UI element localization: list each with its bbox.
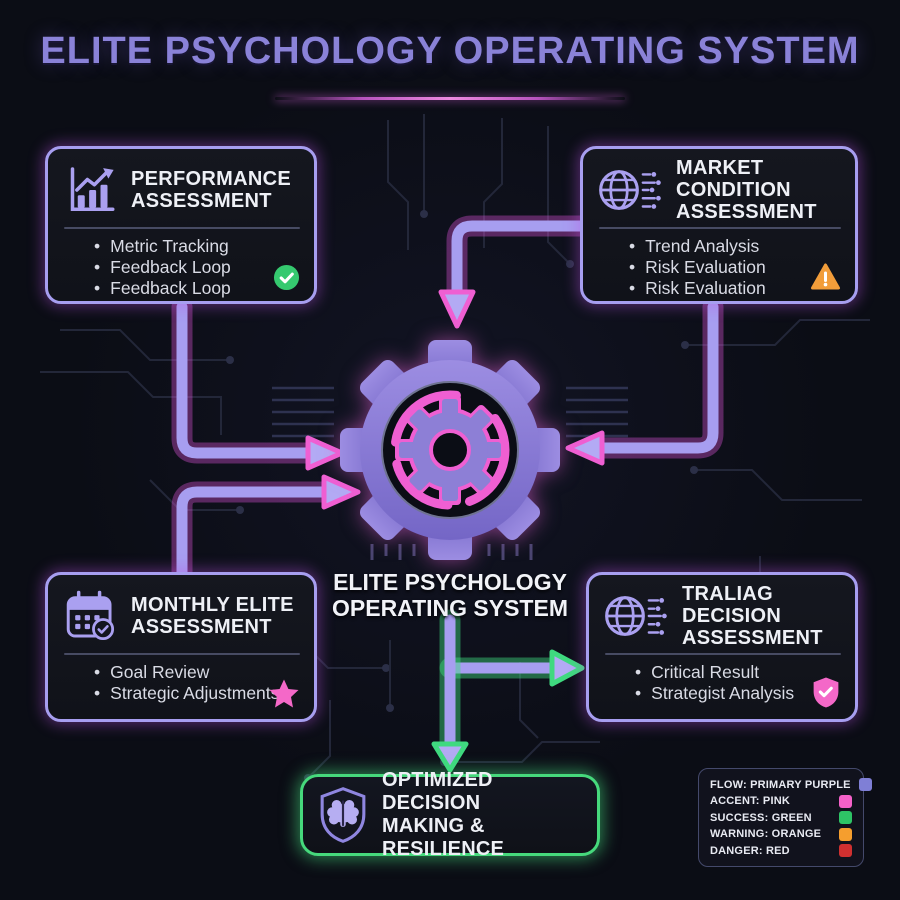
center-label-line: ELITE PSYCHOLOGY — [333, 569, 567, 595]
globe-circuit-icon — [603, 590, 669, 642]
arrowhead-down-icon — [438, 289, 476, 329]
list-item: Feedback Loop — [94, 257, 300, 278]
color-swatch — [839, 794, 852, 808]
card-title: PERFORMANCE ASSESSMENT — [131, 168, 291, 212]
list-item: Goal Review — [94, 662, 300, 683]
card-monthly-elite-assessment: MONTHLY ELITE ASSESSMENT Goal Review Str… — [45, 572, 317, 722]
shield-check-icon — [811, 676, 841, 709]
card-title: MONTHLY ELITE ASSESSMENT — [131, 594, 294, 638]
card-optimized-decision: OPTIMIZED DECISION MAKING & RESILIENCE — [300, 769, 600, 860]
calendar-check-icon — [62, 589, 118, 643]
card-title-line: MAKING & RESILIENCE — [382, 815, 505, 860]
shield-brain-icon — [317, 786, 369, 844]
card-title-line: ASSESSMENT — [676, 201, 817, 223]
legend-row: WARNING: ORANGE — [710, 827, 852, 841]
legend-label: SUCCESS: GREEN — [710, 811, 812, 824]
color-swatch — [839, 844, 852, 857]
legend-label: FLOW: PRIMARY PURPLE — [710, 778, 851, 791]
divider — [605, 653, 841, 655]
list-item: Risk Evaluation — [629, 257, 841, 278]
list-item: Risk Evaluation — [629, 278, 841, 299]
list-item: Metric Tracking — [94, 236, 300, 257]
card-list: Trend Analysis Risk Evaluation Risk Eval… — [597, 236, 841, 299]
card-title-line: ASSESSMENT — [131, 190, 272, 212]
tick-marks — [272, 386, 628, 560]
card-traliag-decision-assessment: TRALIAG DECISION ASSESSMENT Critical Res… — [586, 572, 858, 722]
card-performance-assessment: PERFORMANCE ASSESSMENT Metric Tracking F… — [45, 146, 317, 304]
arrowhead-left-icon — [565, 430, 605, 466]
card-list: Metric Tracking Feedback Loop Feedback L… — [62, 236, 300, 299]
list-item: Trend Analysis — [629, 236, 841, 257]
center-label-line: OPERATING SYSTEM — [332, 595, 568, 621]
warning-triangle-icon — [810, 262, 841, 291]
check-circle-icon — [273, 264, 300, 291]
divider — [64, 653, 300, 655]
card-title-line: MARKET CONDITION — [676, 157, 791, 201]
page-title: ELITE PSYCHOLOGY OPERATING SYSTEM — [40, 30, 860, 72]
legend: FLOW: PRIMARY PURPLE ACCENT: PINK SUCCES… — [698, 768, 872, 867]
color-swatch — [839, 811, 852, 824]
card-title-line: ASSESSMENT — [682, 627, 823, 649]
card-market-condition-assessment: MARKET CONDITION ASSESSMENT Trend Analys… — [580, 146, 858, 304]
card-title-line: OPTIMIZED DECISION — [382, 769, 493, 814]
arrowhead-right-icon — [305, 435, 345, 471]
card-title-line: MONTHLY ELITE — [131, 594, 294, 616]
card-title-line: ASSESSMENT — [131, 616, 272, 638]
flow-arrows — [171, 215, 724, 773]
list-item: Strategic Adjustments — [94, 683, 300, 704]
legend-label: ACCENT: PINK — [710, 795, 791, 807]
divider — [599, 227, 841, 229]
card-title: MARKET CONDITION ASSESSMENT — [676, 157, 841, 223]
arrowhead-right-icon — [321, 474, 361, 510]
card-list: Goal Review Strategic Adjustments — [62, 662, 300, 704]
star-icon — [268, 678, 300, 709]
legend-row: SUCCESS: GREEN — [710, 811, 852, 824]
arrowhead-right-icon — [549, 649, 585, 687]
legend-row: FLOW: PRIMARY PURPLE — [710, 778, 872, 791]
card-list: Critical Result Strategist Analysis — [603, 662, 841, 704]
globe-circuit-icon — [597, 164, 663, 216]
list-item: Feedback Loop — [94, 278, 300, 299]
color-swatch — [839, 827, 852, 841]
legend-row: DANGER: RED — [710, 844, 852, 857]
arrowhead-down-icon — [431, 741, 469, 773]
card-title-line: TRALIAG DECISION — [682, 583, 782, 627]
list-item: Strategist Analysis — [635, 683, 841, 704]
color-swatch — [858, 778, 872, 791]
divider — [64, 227, 300, 229]
legend-label: WARNING: ORANGE — [710, 828, 822, 840]
list-item: Critical Result — [635, 662, 841, 683]
center-gear-label: ELITE PSYCHOLOGY OPERATING SYSTEM — [300, 569, 600, 621]
card-title: TRALIAG DECISION ASSESSMENT — [682, 583, 841, 649]
title-underline — [275, 97, 625, 100]
legend-label: DANGER: RED — [710, 844, 790, 857]
card-title-line: PERFORMANCE — [131, 168, 291, 190]
card-title: OPTIMIZED DECISION MAKING & RESILIENCE — [382, 769, 583, 861]
bar-chart-icon — [62, 162, 118, 218]
legend-row: ACCENT: PINK — [710, 794, 852, 808]
gear-icon — [340, 340, 560, 560]
